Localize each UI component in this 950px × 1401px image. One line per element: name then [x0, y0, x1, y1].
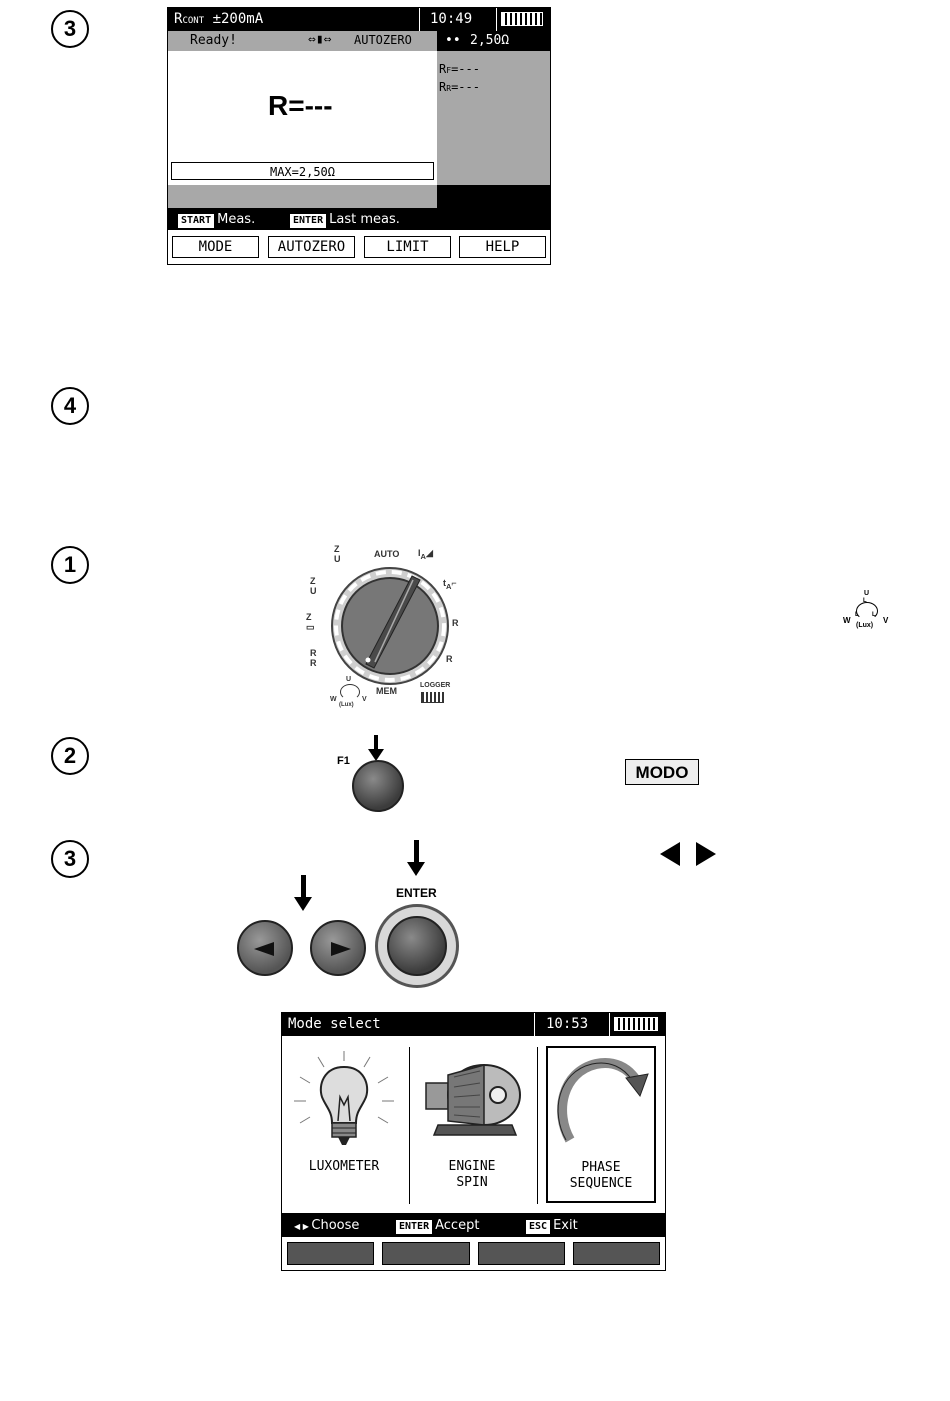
- limit-softkey[interactable]: LIMIT: [364, 236, 451, 258]
- dial-label-riso: R: [446, 654, 453, 664]
- max-limit-box: MAX=2,50Ω: [171, 162, 434, 180]
- mode-option-engine-spin[interactable]: ENGINE SPIN: [416, 1045, 528, 1203]
- right-triangle-icon: [331, 942, 351, 956]
- press-arrow-icon-enter: [407, 840, 425, 878]
- rotation-dial-symbol: U W V (Lux): [330, 676, 367, 708]
- hint-exit-text: Exit: [553, 1218, 578, 1233]
- option-divider-2: [537, 1047, 538, 1204]
- mode-select-title-bar: Mode select 10:53: [282, 1013, 665, 1036]
- hint-enter-text: Last meas.: [329, 212, 400, 227]
- dial-label-auto: AUTO: [374, 549, 400, 559]
- mode-select-screen: Mode select 10:53 LUXOMETER: [281, 1012, 666, 1271]
- modo-key-label: MODO: [625, 759, 699, 785]
- clock: 10:49: [430, 11, 473, 27]
- result-value: R=---: [268, 90, 333, 121]
- hint-accept-text: Accept: [435, 1218, 480, 1233]
- phase-rotation-symbol: U L W L L V (Lux): [843, 590, 889, 629]
- logger-bars-icon: [421, 692, 444, 703]
- status-text: Ready!: [190, 33, 237, 48]
- dial-graphic: [331, 567, 449, 685]
- rotation-arrow-icon: [557, 1058, 649, 1143]
- gray-strip: [168, 185, 437, 208]
- left-right-arrows-icon: [660, 840, 718, 868]
- start-key-tag: START: [178, 214, 215, 228]
- step-number-1: 1: [51, 546, 89, 584]
- left-arrow-button[interactable]: [237, 920, 293, 976]
- step-number-3-second: 3: [51, 840, 89, 878]
- dial-label-mem: MEM: [376, 686, 397, 696]
- panel-footer: [437, 185, 550, 208]
- continuity-screen: RCONT ±200mA 10:49 Ready! ⇔▮⇔ AUTOZERO •…: [167, 7, 551, 265]
- battery-icon-2: [614, 1017, 658, 1031]
- step-number-2: 2: [51, 737, 89, 775]
- step-number-4: 4: [51, 387, 89, 425]
- f1-label: F1: [337, 755, 350, 767]
- hint-choose-text: Choose: [311, 1218, 360, 1233]
- hint-start-text: Meas.: [217, 212, 256, 227]
- engine-label-line2: SPIN: [456, 1175, 488, 1190]
- dial-label-ra: R: [452, 618, 459, 628]
- side-panel: •• 2,50Ω RF=--- RR=---: [437, 31, 550, 208]
- mode-softkey[interactable]: MODE: [172, 236, 259, 258]
- choose-arrows-icon: ◀ ▶: [294, 1222, 312, 1231]
- screen-title-bar: RCONT ±200mA 10:49: [168, 8, 550, 31]
- rf-readout: RF=---: [439, 62, 480, 76]
- phase-label-line2: SEQUENCE: [569, 1176, 633, 1191]
- limit-header: •• 2,50Ω: [437, 31, 550, 51]
- probe-icon: ••: [445, 33, 461, 48]
- dial-label-logger: LOGGER: [420, 682, 451, 689]
- engine-label-line1: ENGINE: [448, 1159, 496, 1174]
- step-number-3: 3: [51, 10, 89, 48]
- press-arrow-icon: [368, 735, 384, 761]
- softkey-3[interactable]: [478, 1242, 565, 1265]
- rr-readout: RR=---: [439, 80, 480, 94]
- probe-arrows-icon: ⇔▮⇔: [308, 32, 332, 47]
- lightbulb-icon: [294, 1051, 394, 1145]
- press-arrow-icon-left: [294, 875, 312, 913]
- autozero-softkey[interactable]: AUTOZERO: [268, 236, 355, 258]
- esc-key-tag: ESC: [526, 1220, 551, 1234]
- help-softkey[interactable]: HELP: [459, 236, 546, 258]
- enter-key-tag: ENTER: [290, 214, 327, 228]
- motor-icon: [425, 1064, 521, 1136]
- softkey-1[interactable]: [287, 1242, 374, 1265]
- left-triangle-icon: [254, 942, 274, 956]
- softkey-4[interactable]: [573, 1242, 660, 1265]
- mode-select-title: Mode select: [288, 1016, 381, 1032]
- status-row: Ready! ⇔▮⇔ AUTOZERO: [168, 31, 437, 51]
- function-name: RCONT ±200mA: [174, 11, 264, 27]
- option-divider-1: [409, 1047, 410, 1204]
- softkey-2[interactable]: [382, 1242, 470, 1265]
- enter-key-tag-2: ENTER: [396, 1220, 433, 1234]
- clock-2: 10:53: [546, 1016, 589, 1032]
- right-arrow-button[interactable]: [310, 920, 366, 976]
- luxometer-label: LUXOMETER: [308, 1159, 380, 1174]
- dial-label-ib: IA◢: [418, 548, 433, 561]
- dial-label-ta: tA⌐: [443, 578, 457, 591]
- enter-label: ENTER: [396, 886, 437, 900]
- mode-option-luxometer[interactable]: LUXOMETER: [288, 1045, 400, 1203]
- phase-label-line1: PHASE: [581, 1160, 621, 1175]
- f1-button[interactable]: [352, 760, 404, 812]
- battery-icon: [501, 12, 543, 26]
- autozero-indicator: AUTOZERO: [354, 33, 412, 47]
- mode-option-phase-sequence[interactable]: PHASE SEQUENCE: [546, 1046, 656, 1203]
- dial-label-zrcd: Z▭: [306, 612, 315, 632]
- enter-button[interactable]: [387, 916, 447, 976]
- limit-value: 2,50Ω: [470, 33, 510, 48]
